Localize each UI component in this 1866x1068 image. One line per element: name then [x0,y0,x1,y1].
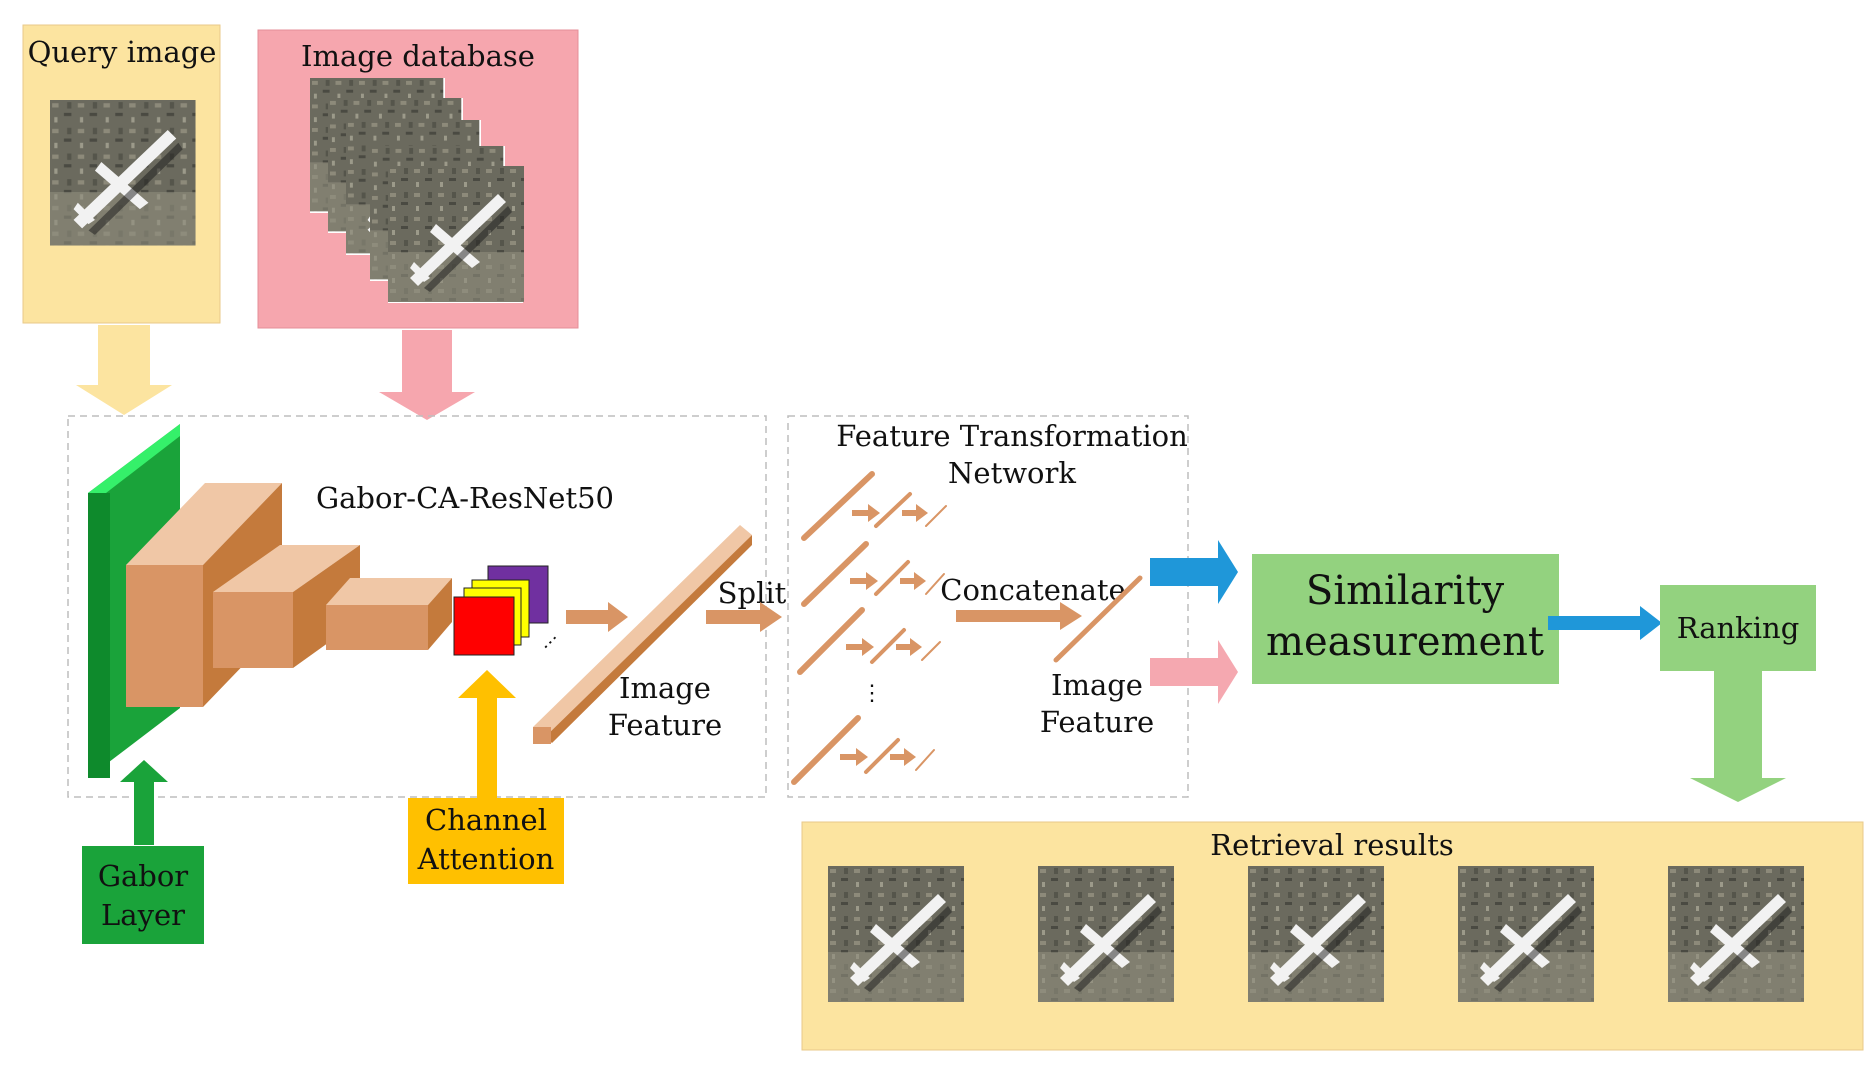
image-database-label: Image database [301,39,535,73]
ftn-label-line1: Feature Transformation [836,419,1188,453]
image-feature-label-line2: Feature [608,708,722,742]
ranking-box [1660,585,1816,671]
to-results-arrow [1690,670,1786,802]
ftn-row [797,607,941,675]
result-thumbnail [1668,866,1804,1002]
database-image-stack [310,78,524,303]
ftn-row-ellipsis: ⋮ [861,681,883,706]
image-feature-b-label-line1: Image [1051,668,1143,702]
concatenate-arrow [956,602,1082,630]
database-feature-arrow [1150,640,1238,704]
query-image-panel: Query image [22,24,221,324]
ftn-row [791,715,935,785]
ranking-label: Ranking [1677,611,1800,645]
channel-attention-box [408,798,564,884]
result-thumbnail [1038,866,1174,1002]
similarity-measurement-box [1252,554,1559,684]
gabor-label-line1: Gabor [98,859,188,893]
similarity-label-line1: Similarity [1306,568,1505,614]
gabor-label-line2: Layer [101,898,185,932]
similarity-label-line2: measurement [1266,619,1544,665]
query-feature-arrow [1150,540,1238,604]
retrieval-results-panel: Retrieval results [801,821,1864,1051]
retrieval-results-label: Retrieval results [1210,828,1454,862]
resnet-blocks [126,483,452,707]
ftn-row [801,541,945,607]
ftn-region [787,415,1189,798]
ftn-branch-rows [791,471,947,785]
to-feature-arrow [566,602,628,632]
result-thumbnail [1248,866,1384,1002]
channel-dots: ⋮ [536,629,564,657]
database-down-arrow [379,330,475,420]
split-arrow [706,602,782,632]
ftn-label-line2: Network [948,456,1076,490]
query-image-label: Query image [28,35,217,69]
channel-up-arrow [458,670,516,798]
image-feature-b-label-line2: Feature [1040,705,1154,739]
query-image-thumbnail [50,100,196,246]
result-thumbnail [828,866,964,1002]
to-ranking-arrow [1548,606,1662,640]
gabor-up-arrow [120,760,168,845]
concatenate-label: Concatenate [940,573,1125,607]
query-down-arrow [76,325,172,415]
channel-label-line1: Channel [425,803,547,837]
image-feature-label-line1: Image [619,671,711,705]
ftn-row [801,471,947,541]
image-feature-bar [533,525,752,744]
split-label: Split [718,576,787,610]
gabor-layer-box [82,846,204,944]
concatenated-feature [1053,575,1143,663]
image-database-panel: Image database [257,29,579,329]
result-thumbnail [1458,866,1594,1002]
channel-label-line2: Attention [417,842,555,876]
backbone-label: Gabor-CA-ResNet50 [316,481,614,515]
channel-attention-squares: ⋮ [453,565,564,657]
